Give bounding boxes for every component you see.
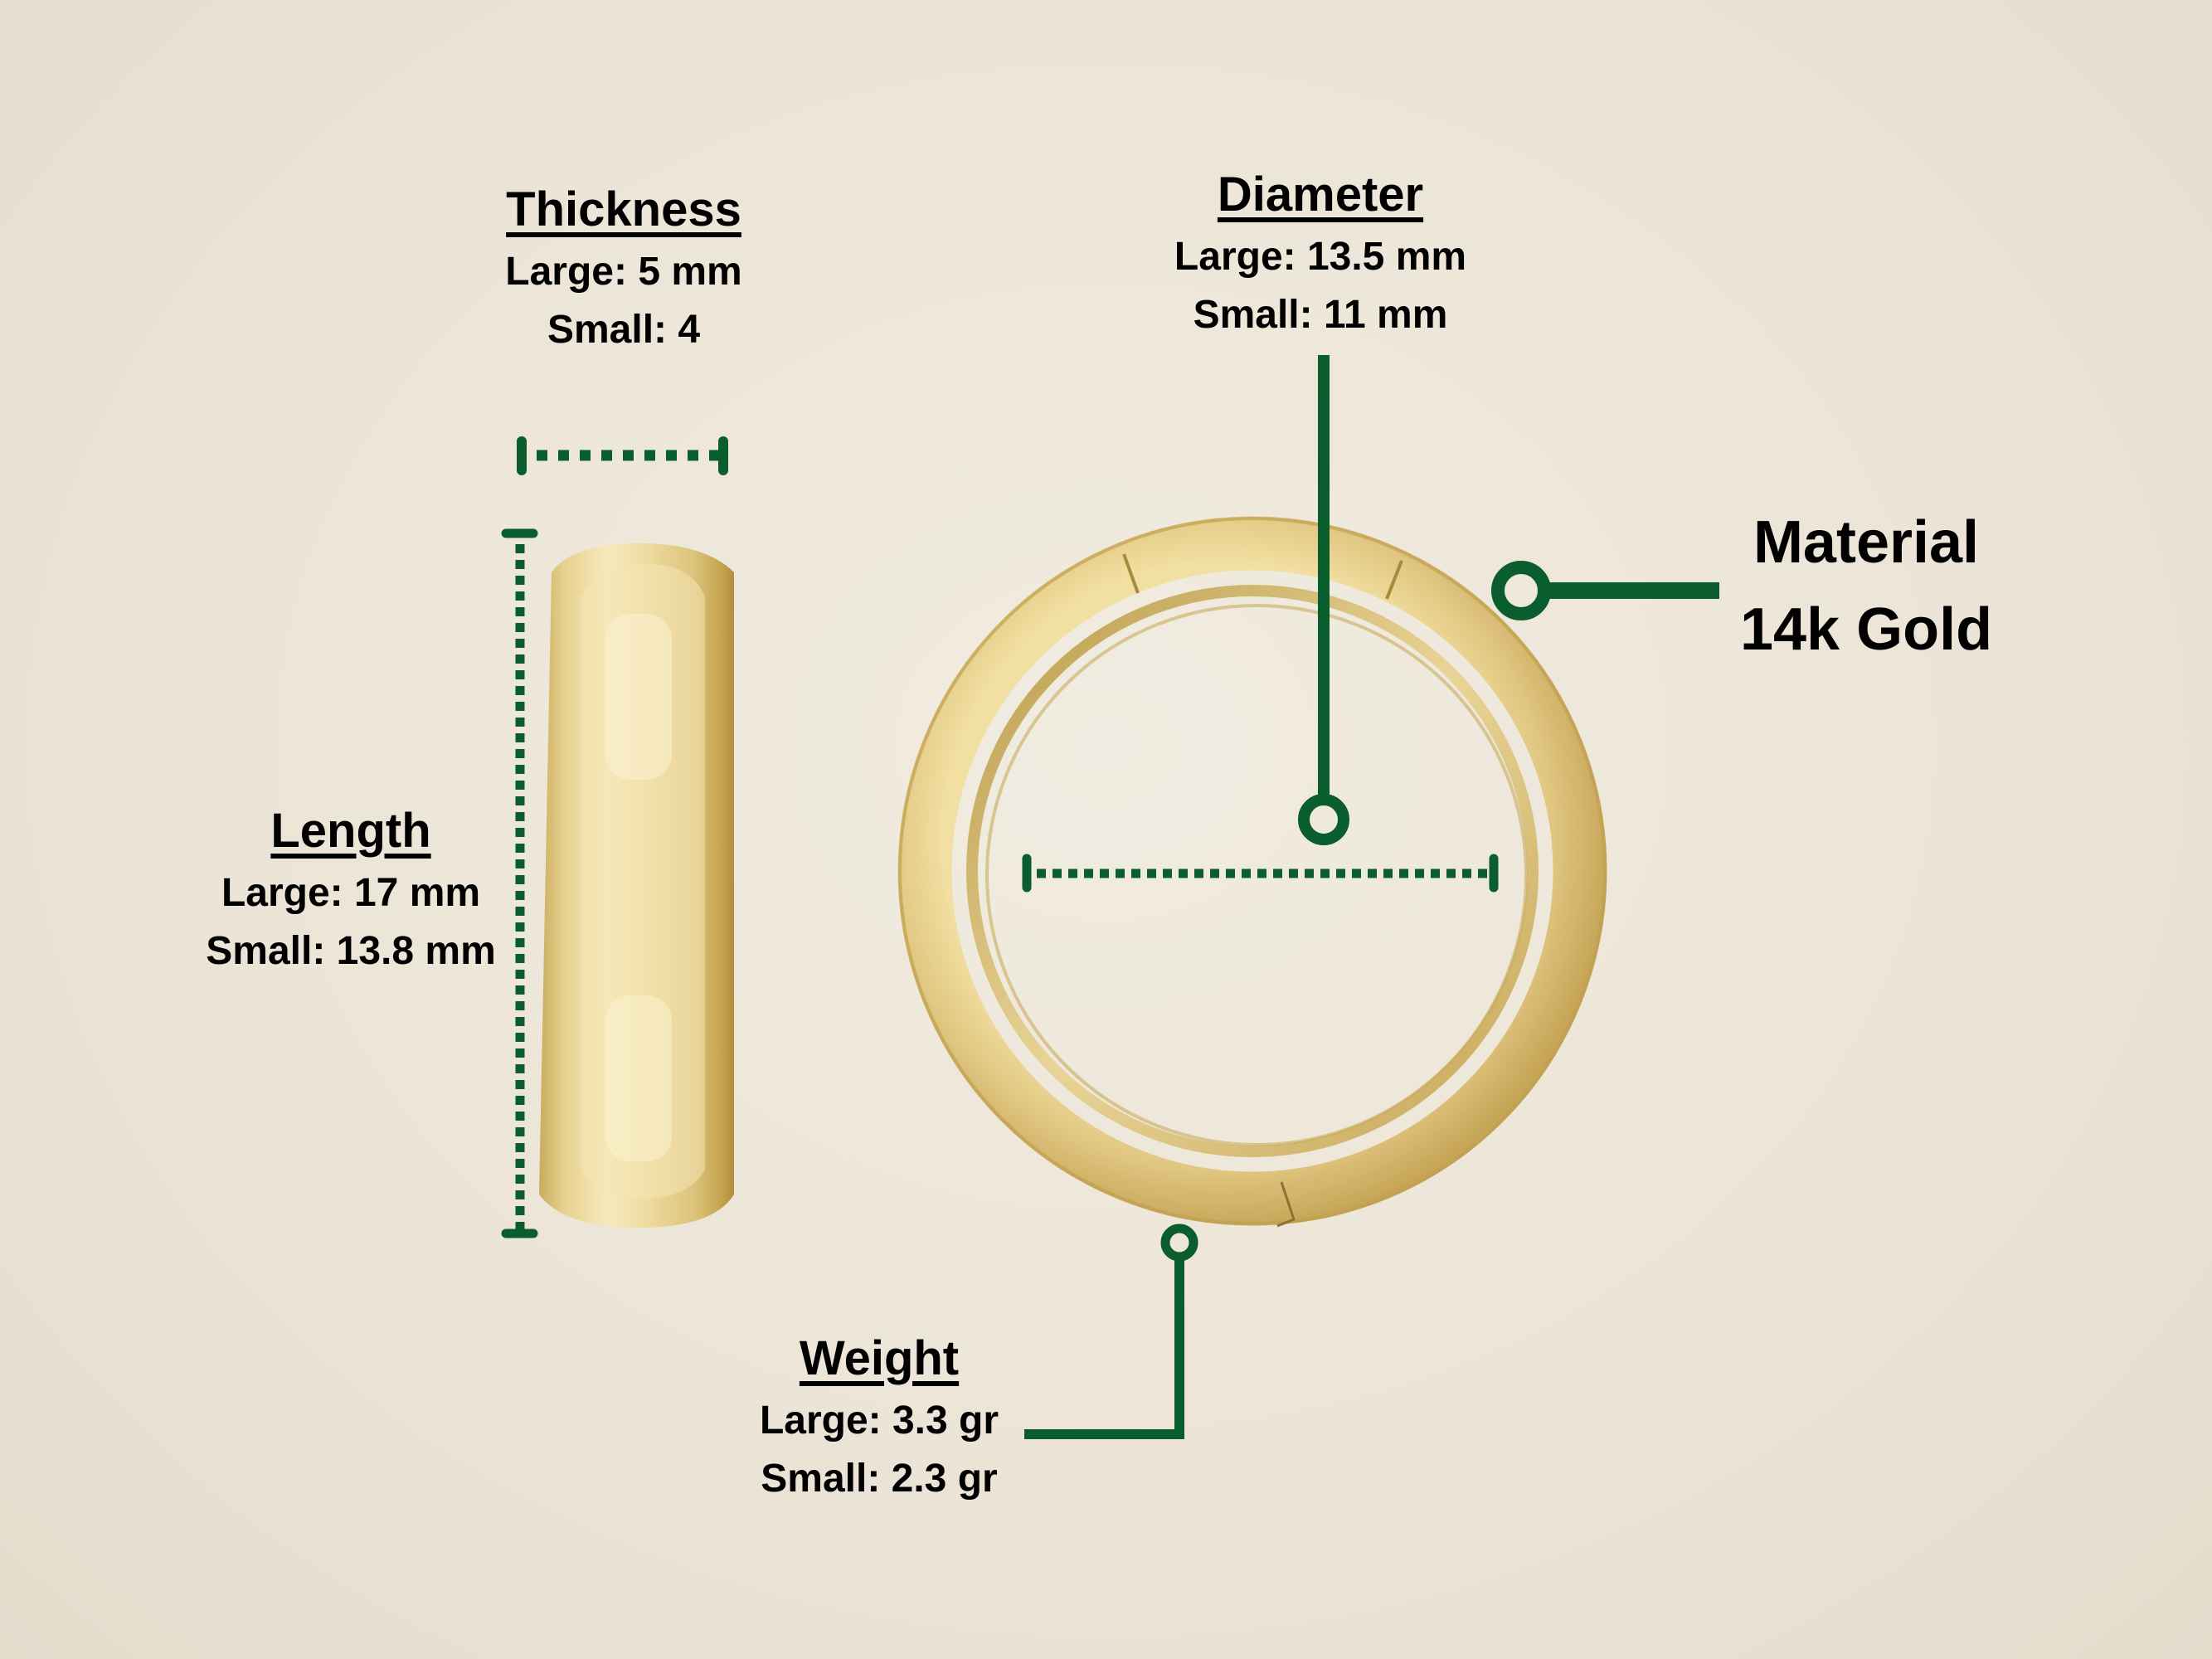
length-spec: Length Large: 17 mm Small: 13.8 mm: [206, 798, 496, 980]
diameter-title: Diameter: [1217, 168, 1424, 221]
thickness-large: Large: 5 mm: [505, 250, 742, 294]
length-title: Length: [270, 804, 431, 858]
diameter-small: Small: 11 mm: [1193, 293, 1448, 337]
diameter-spec: Diameter Large: 13.5 mm Small: 11 mm: [1174, 162, 1466, 344]
material-value: 14k Gold: [1739, 596, 1993, 663]
material-callout: [1491, 561, 1719, 620]
thickness-dimension-line: [517, 436, 728, 475]
hoop-side-view-image: [539, 543, 734, 1228]
material-spec: Material 14k Gold: [1740, 499, 1992, 674]
length-small: Small: 13.8 mm: [206, 929, 496, 973]
weight-spec: Weight Large: 3.3 gr Small: 2.3 gr: [760, 1326, 999, 1508]
thickness-spec: Thickness Large: 5 mm Small: 4: [505, 177, 741, 359]
weight-small: Small: 2.3 gr: [761, 1457, 998, 1501]
thickness-small: Small: 4: [547, 308, 701, 352]
material-title: Material: [1753, 509, 1980, 576]
diameter-dimension-line: [1022, 854, 1499, 893]
thickness-title: Thickness: [506, 182, 741, 236]
hoop-front-view-image: [897, 516, 1607, 1228]
weight-callout: [1024, 1224, 1198, 1439]
length-large: Large: 17 mm: [221, 871, 481, 915]
diameter-large: Large: 13.5 mm: [1174, 235, 1467, 279]
weight-title: Weight: [799, 1331, 960, 1385]
weight-large: Large: 3.3 gr: [759, 1399, 999, 1443]
length-dimension-line: [501, 528, 538, 1238]
diameter-callout: [1298, 355, 1349, 845]
